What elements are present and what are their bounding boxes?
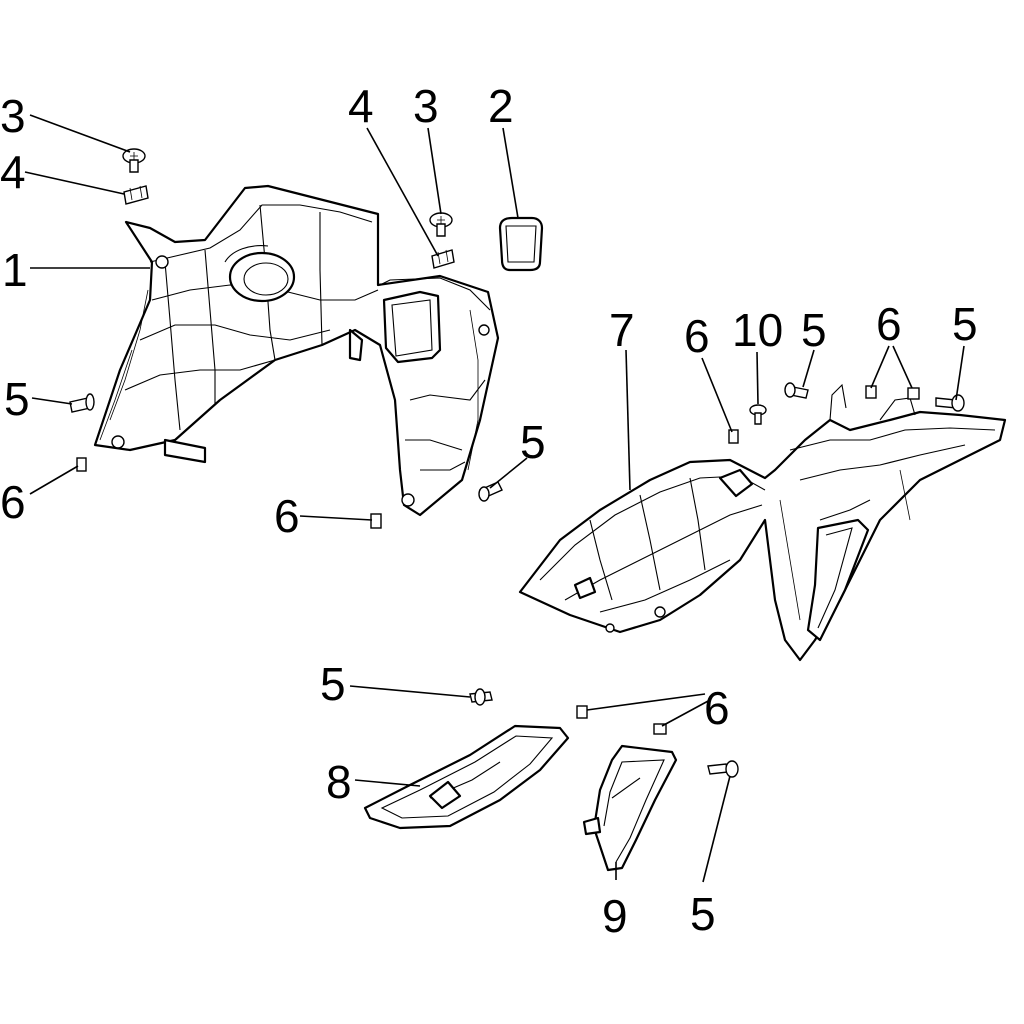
callout-5: 5 [4,373,30,425]
callout-5: 5 [320,658,346,710]
callout-5: 5 [801,304,827,356]
callout-3: 3 [0,90,26,142]
callout-6: 6 [684,310,710,362]
clip-6a [76,457,87,472]
callout-labels: 3 4 1 5 6 4 3 2 5 6 7 6 10 5 6 5 5 6 8 9… [0,80,978,942]
bolt-5c [784,382,809,399]
callout-4: 4 [0,146,26,198]
part-1-inner-leg-shield [93,184,500,517]
callout-7: 7 [609,304,635,356]
bolt-5f [707,760,739,778]
screw-10 [749,404,767,425]
callout-8: 8 [326,756,352,808]
part-2-cover-cap [498,216,544,272]
callout-10: 10 [732,304,783,356]
bolt-5a [69,393,95,413]
bolt-5d [935,394,965,412]
callout-6: 6 [274,490,300,542]
callout-6: 6 [876,298,902,350]
callout-6: 6 [0,476,26,528]
callout-6: 6 [704,682,730,734]
clip-6d [865,385,920,400]
part-8-trim-frame [363,724,570,830]
callout-9: 9 [602,890,628,942]
callout-2: 2 [488,80,514,132]
bolt-5b [478,481,503,502]
part-7-side-panel [518,383,1007,662]
hardware [69,148,965,778]
callout-5: 5 [952,298,978,350]
callout-4: 4 [348,80,374,132]
callout-3: 3 [413,80,439,132]
callout-1: 1 [2,244,28,296]
clip-6c [728,429,739,444]
clip-4a [123,185,149,205]
callout-5: 5 [520,416,546,468]
clip-6b [370,513,382,529]
part-9-trim-frame [582,744,678,872]
bolt-5e [469,688,493,706]
clip-6e [576,705,667,735]
callout-5: 5 [690,888,716,940]
screw-3b [429,212,453,237]
leader-lines [24,114,965,883]
screw-3a [122,148,146,173]
